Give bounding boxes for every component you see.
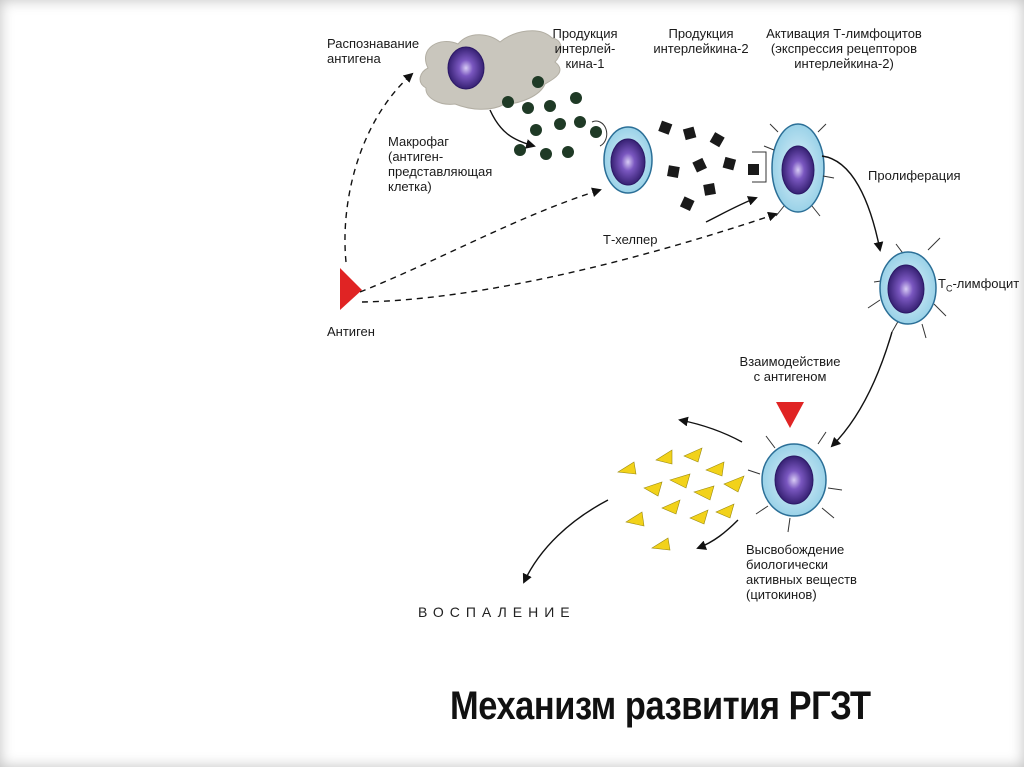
label-t-lymphocyte-activation: Активация Т-лимфоцитов (экспрессия рецеп… [766, 26, 922, 71]
tc-suffix: -лимфоцит [952, 276, 1020, 291]
label-antigen: Антиген [327, 324, 375, 339]
il1-receptor-bracket [591, 120, 608, 147]
tc-prefix: Т [938, 276, 946, 291]
effector-t-cell [747, 431, 843, 533]
label-t-helper: Т-хелпер [603, 232, 658, 247]
label-il1-production: Продукция интерлей- кина-1 [552, 26, 618, 71]
t-helper-cell [603, 126, 653, 194]
il2-receptor-bracket [752, 151, 767, 183]
label-macrophage: Макрофаг (антиген- представляющая клетка… [388, 134, 493, 194]
page-title: Механизм развития РГЗТ [450, 684, 871, 728]
cytokine-molecules [617, 447, 745, 551]
label-antigen-recognition: Распознавание антигена [327, 36, 420, 66]
label-inflammation: ВОСПАЛЕНИЕ [418, 604, 576, 620]
interleukin-2-molecules [658, 120, 759, 211]
interleukin-1-molecules [502, 76, 602, 160]
label-tc-lymphocyte: ТC-лимфоцит [938, 276, 1019, 297]
macrophage-cell [419, 30, 562, 110]
antigen-triangle-interaction [776, 402, 804, 428]
label-il2-production: Продукция интерлейкина-2 [653, 26, 749, 56]
activated-t-lymphocyte [763, 123, 835, 217]
label-antigen-interaction: Взаимодействие с антигеном [739, 354, 841, 384]
tc-subscript: C [945, 283, 953, 294]
antigen-triangle [340, 268, 362, 310]
pathway-arrows [344, 72, 893, 584]
label-proliferation: Пролиферация [868, 168, 961, 183]
tc-lymphocyte [867, 237, 947, 339]
label-cytokine-release: Высвобождение биологически активных веще… [746, 542, 857, 602]
